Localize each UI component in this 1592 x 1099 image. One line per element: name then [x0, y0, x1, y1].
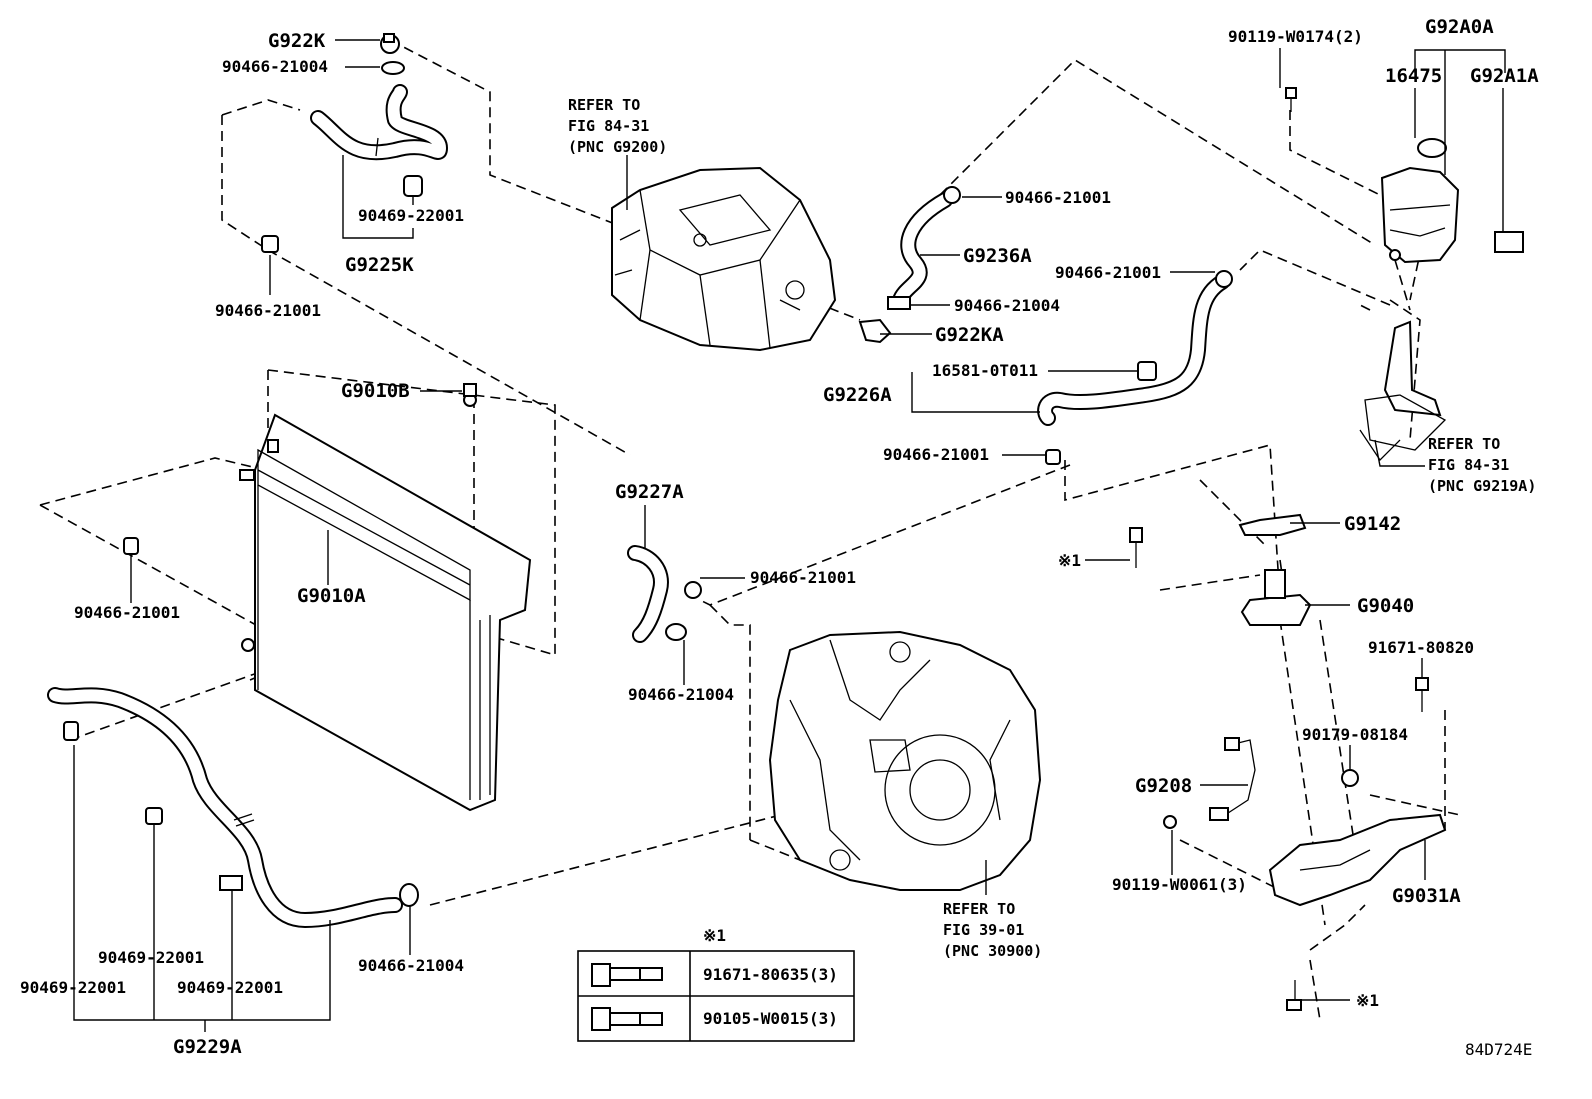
- label-90466-21001-mid-top: 90466-21001: [1005, 188, 1111, 207]
- bolt-mark1-bottom-icon: [1286, 980, 1302, 1011]
- legend-bolt-1-icon: [591, 963, 663, 987]
- label-g9229a: G9229A: [173, 1036, 242, 1058]
- label-g9227a: G9227A: [615, 481, 684, 503]
- label-mark1-bottom: ※1: [1356, 991, 1379, 1010]
- label-g922ka: G922KA: [935, 324, 1004, 346]
- legend-table: ※1 91671-80635(3) 90105-W0015(3): [577, 926, 855, 1042]
- label-g92a1a: G92A1A: [1470, 65, 1539, 87]
- cap-g9010b-icon: [463, 383, 477, 397]
- label-90466-21001-mid3: 90466-21001: [883, 445, 989, 464]
- refer-30900-line1: REFER TO: [943, 900, 1015, 918]
- clip-90469-22001-c-icon: [219, 875, 243, 891]
- label-90469-22001-a: 90469-22001: [98, 948, 204, 967]
- clamp-90466-21001-mid-top-icon: [943, 186, 961, 204]
- legend-bolt-2-icon: [591, 1007, 663, 1031]
- refer-g9200-line1: REFER TO: [568, 96, 640, 114]
- refer-g9200-line2: FIG 84-31: [568, 117, 649, 135]
- label-91671-80820: 91671-80820: [1368, 638, 1474, 657]
- hose-g9227a: [627, 545, 669, 643]
- clamp-g922ka-icon: [858, 318, 892, 344]
- label-90466-21004-center: 90466-21004: [628, 685, 734, 704]
- label-g9040: G9040: [1357, 595, 1414, 617]
- bracket-g9142-icon: [1238, 513, 1307, 536]
- clamp-90466-21004-center-icon: [665, 623, 687, 641]
- label-g9031a: G9031A: [1392, 885, 1461, 907]
- label-90469-22001-c: 90469-22001: [177, 978, 283, 997]
- hose-g9236a: [892, 192, 953, 308]
- label-g922k: G922K: [268, 30, 326, 52]
- inverter-assembly-icon: [611, 166, 837, 352]
- clamp-90466-21004-top-icon: [381, 61, 405, 75]
- label-g9142: G9142: [1344, 513, 1401, 535]
- label-90466-21001-center: 90466-21001: [750, 568, 856, 587]
- clip-90469-22001-top-icon: [403, 175, 423, 197]
- label-90179-08184: 90179-08184: [1302, 725, 1408, 744]
- legend-title: ※1: [703, 926, 726, 945]
- clamp-90466-21001-left-top-icon: [261, 235, 279, 253]
- refer-g9200-line3: (PNC G9200): [568, 138, 667, 156]
- label-16475: 16475: [1385, 65, 1442, 87]
- sensor-g9208-icon: [1209, 737, 1256, 821]
- label-g9236a: G9236A: [963, 245, 1032, 267]
- clamp-lower-left-icon: [63, 721, 79, 741]
- clip-16581-icon: [1137, 361, 1157, 381]
- radiator-icon: [239, 393, 532, 812]
- label-g92a0a: G92A0A: [1425, 16, 1494, 38]
- label-90119-w0061: 90119-W0061(3): [1112, 875, 1247, 894]
- refer-g9219a-line2: FIG 84-31: [1428, 456, 1509, 474]
- label-90466-21001-left-top: 90466-21001: [215, 301, 321, 320]
- refer-g9219a-line3: (PNC G9219A): [1428, 477, 1536, 495]
- bolt-90119-w0061-icon: [1163, 815, 1177, 829]
- label-g9010a: G9010A: [297, 585, 366, 607]
- label-g9226a: G9226A: [823, 384, 892, 406]
- part-labels: G922K 90466-21004 90469-22001 G9225K 904…: [20, 16, 1539, 1059]
- label-90469-22001-b: 90469-22001: [20, 978, 126, 997]
- refer-30900-line2: FIG 39-01: [943, 921, 1024, 939]
- bracket-g9031a-icon: [1268, 813, 1447, 907]
- inlet-pipe-icon: [1359, 320, 1447, 462]
- hose-g9229a: [47, 687, 403, 928]
- label-90469-22001-top: 90469-22001: [358, 206, 464, 225]
- refer-30900-line3: (PNC 30900): [943, 942, 1042, 960]
- label-90466-21001-left: 90466-21001: [74, 603, 180, 622]
- clamp-90466-21004-mid-icon: [887, 296, 911, 310]
- bolt-91671-80820-icon: [1415, 677, 1429, 712]
- legend-row-2-part: 90105-W0015(3): [703, 1009, 838, 1028]
- label-16581-0t011: 16581-0T011: [932, 361, 1038, 380]
- clamp-90466-21001-mid2-icon: [1215, 270, 1233, 288]
- clamp-g922k-icon: [380, 33, 400, 54]
- hose-g9226a: [1037, 274, 1230, 426]
- mount-g9040-icon: [1240, 569, 1312, 626]
- reservoir-tank-icon: [1380, 138, 1524, 264]
- label-90466-21004-bottom: 90466-21004: [358, 956, 464, 975]
- label-90119-w0174: 90119-W0174(2): [1228, 27, 1363, 46]
- legend-row-1-part: 91671-80635(3): [703, 965, 838, 984]
- bolt-mark1-icon: [1129, 527, 1143, 568]
- nut-90179-08184-icon: [1341, 769, 1359, 787]
- bolt-90119-w0174-icon: [1285, 87, 1297, 112]
- label-90466-21001-mid2: 90466-21001: [1055, 263, 1161, 282]
- refer-g9219a-line1: REFER TO: [1428, 435, 1500, 453]
- clamp-90466-21001-center-icon: [684, 581, 702, 599]
- label-mark1-bolt: ※1: [1058, 551, 1081, 570]
- leader-lines: [73, 39, 1506, 1032]
- label-g9208: G9208: [1135, 775, 1192, 797]
- transaxle-icon: [768, 630, 1042, 891]
- clamp-90466-21001-mid3-icon: [1045, 449, 1061, 465]
- label-g9225k: G9225K: [345, 254, 414, 276]
- label-g9010b: G9010B: [341, 380, 410, 402]
- hose-g9225k: [310, 84, 448, 161]
- clamp-90466-21004-bottom-icon: [399, 883, 419, 907]
- clamp-90466-21001-left-icon: [123, 537, 139, 555]
- label-90466-21004-top: 90466-21004: [222, 57, 328, 76]
- diagram-id: 84D724E: [1465, 1040, 1532, 1059]
- label-90466-21004-mid: 90466-21004: [954, 296, 1060, 315]
- clip-90469-22001-b-icon: [145, 807, 163, 825]
